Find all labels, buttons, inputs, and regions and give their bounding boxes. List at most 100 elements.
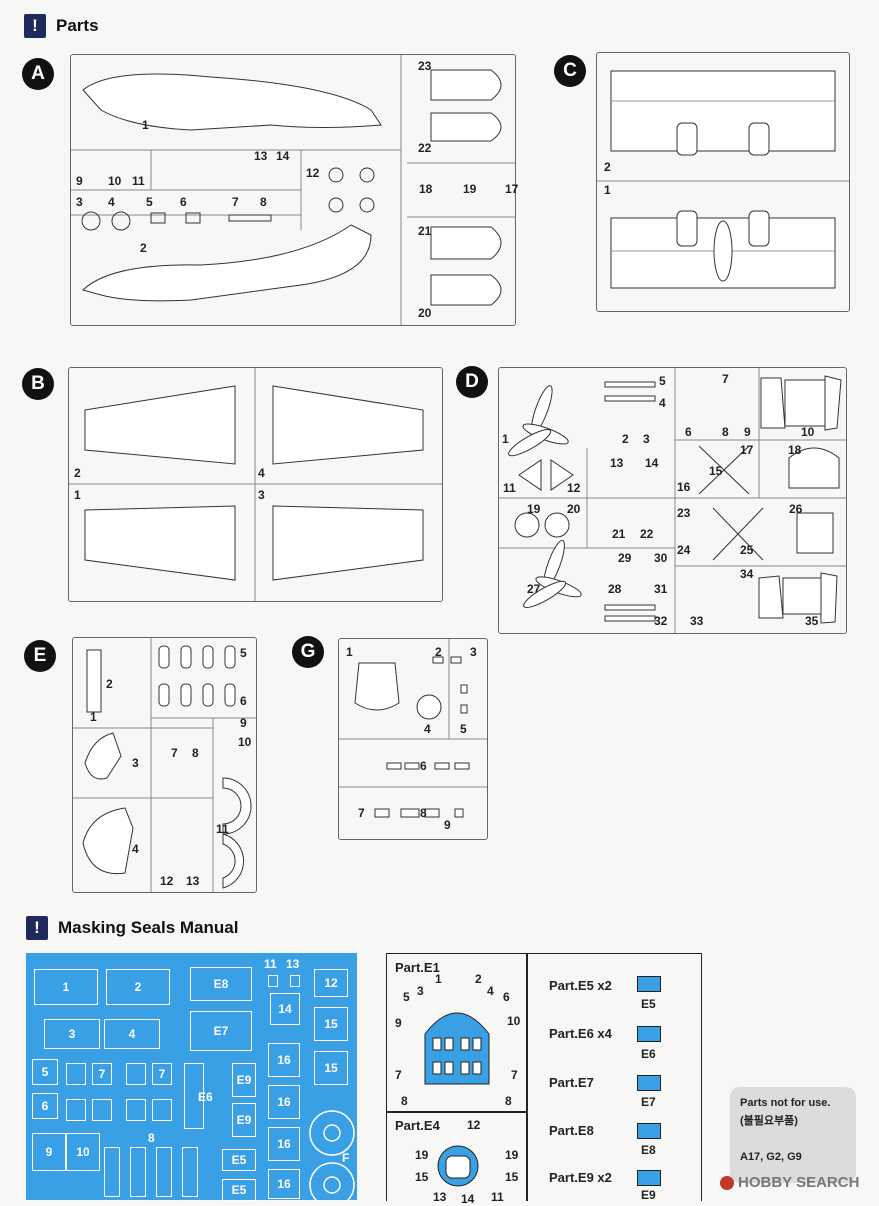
sprue-d-num: 2 [622,432,629,446]
sprue-e-num: 1 [90,710,97,724]
sprue-d-num: 25 [740,543,754,557]
part-e1-num: 5 [403,990,410,1004]
sprue-e-num: 4 [132,842,139,856]
watermark-text: HOBBY SEARCH [738,1174,860,1191]
exclamation-icon: ! [26,916,48,940]
part-e1-num: 10 [507,1014,521,1028]
sprue-e-num: 3 [132,756,139,770]
mask-box [126,1063,146,1085]
mask-box [66,1099,86,1121]
sprue-a-num: 22 [418,141,432,155]
mask-shape: 10 [66,1133,100,1171]
mask-shape: 16 [268,1169,300,1199]
mask-shape: 12 [314,969,348,997]
sprue-e-letter: E [24,640,56,672]
sprue-e-num: 12 [160,874,174,888]
sprue-a-num: 17 [505,182,519,196]
mask-chip [637,1123,661,1139]
mask-label: E6 [198,1090,213,1104]
part-list-label: Part.E7 [549,1075,594,1090]
sprue-d-num: 20 [567,502,581,516]
part-e4-num: 15 [505,1170,519,1184]
sprue-g-num: 2 [435,645,442,659]
sprue-c-frame [596,52,850,312]
sprue-a-num: 6 [180,195,187,209]
mask-shape: 7 [92,1063,112,1085]
part-e1-drawing [424,1012,490,1085]
mask-shape: 6 [32,1093,58,1119]
sprue-d-num: 14 [645,456,659,470]
part-e1-num: 8 [505,1094,512,1108]
mask-box [290,975,300,987]
masking-header: ! Masking Seals Manual [26,916,238,940]
mask-shape: 5 [32,1059,58,1085]
mask-circles [309,1110,355,1200]
sprue-e-num: 5 [240,646,247,660]
sprue-g-num: 7 [358,806,365,820]
sprue-d-num: 29 [618,551,632,565]
note-line1: Parts not for use. [740,1097,831,1109]
mask-box [66,1063,86,1085]
sprue-a-num: 20 [418,306,432,320]
part-e1-num: 4 [487,984,494,998]
mask-shape: 15 [314,1007,348,1041]
mask-shape: 16 [268,1043,300,1077]
sprue-a-num: 1 [142,118,149,132]
mask-chip [637,1026,661,1042]
unused-parts-note: Parts not for use. (불필요부품) A17, G2, G9 [730,1087,856,1183]
part-list-code: E5 [641,997,656,1011]
part-list-label: Part.E8 [549,1123,594,1138]
part-list-label: Part.E5 x2 [549,978,612,993]
part-e1-box: Part.E1 1 2 3 4 5 6 9 10 7 7 8 8 [386,953,528,1113]
mask-shape: E9 [232,1063,256,1097]
sprue-d-num: 30 [654,551,668,565]
mask-label: 11 [264,957,277,971]
sprue-d-num: 23 [677,506,691,520]
sprue-g-num: 8 [420,806,427,820]
sprue-d-num: 24 [677,543,691,557]
note-line2: (불필요부품) [740,1115,798,1127]
mask-shape: 16 [268,1127,300,1161]
sprue-a-num: 14 [276,149,290,163]
mask-chip [637,1170,661,1186]
sprue-b-num: 4 [258,466,265,480]
sprue-a-num: 23 [418,59,432,73]
sprue-a-num: 7 [232,195,239,209]
mask-chip [637,976,661,992]
sprue-d-drawing [499,368,846,633]
mask-shape: 4 [104,1019,160,1049]
masking-title: Masking Seals Manual [58,918,239,937]
mask-shape: E5 [222,1179,256,1201]
sprue-e-num: 9 [240,716,247,730]
sprue-e-num: 8 [192,746,199,760]
sprue-e-num: 11 [216,822,229,836]
sprue-d-frame [498,367,847,634]
sprue-a-num: 18 [419,182,433,196]
sprue-b-letter: B [22,368,54,400]
mask-box [104,1147,120,1197]
part-e4-num: 19 [505,1148,519,1162]
mask-box [92,1099,112,1121]
sprue-a-num: 5 [146,195,153,209]
part-e1-num: 1 [435,972,442,986]
mask-shape: 1 [34,969,98,1005]
note-line3: A17, G2, G9 [740,1151,802,1163]
sprue-d-num: 3 [643,432,650,446]
sprue-g-num: 1 [346,645,353,659]
sprue-d-letter: D [456,366,488,398]
sprue-d-num: 11 [503,481,516,495]
sprue-g-num: 6 [420,759,427,773]
mask-label: 8 [148,1131,155,1145]
parts-header: ! Parts [24,14,99,38]
mask-box [268,975,278,987]
sprue-e-frame [72,637,257,893]
part-e1-num: 8 [401,1094,408,1108]
sprue-d-num: 1 [502,432,509,446]
sprue-b-drawing [69,368,442,601]
sprue-a-frame [70,54,516,326]
sprue-g-num: 3 [470,645,477,659]
sprue-b-frame [68,367,443,602]
sprue-a-num: 4 [108,195,115,209]
part-e1-num: 7 [511,1068,518,1082]
mask-shape: E5 [222,1149,256,1171]
